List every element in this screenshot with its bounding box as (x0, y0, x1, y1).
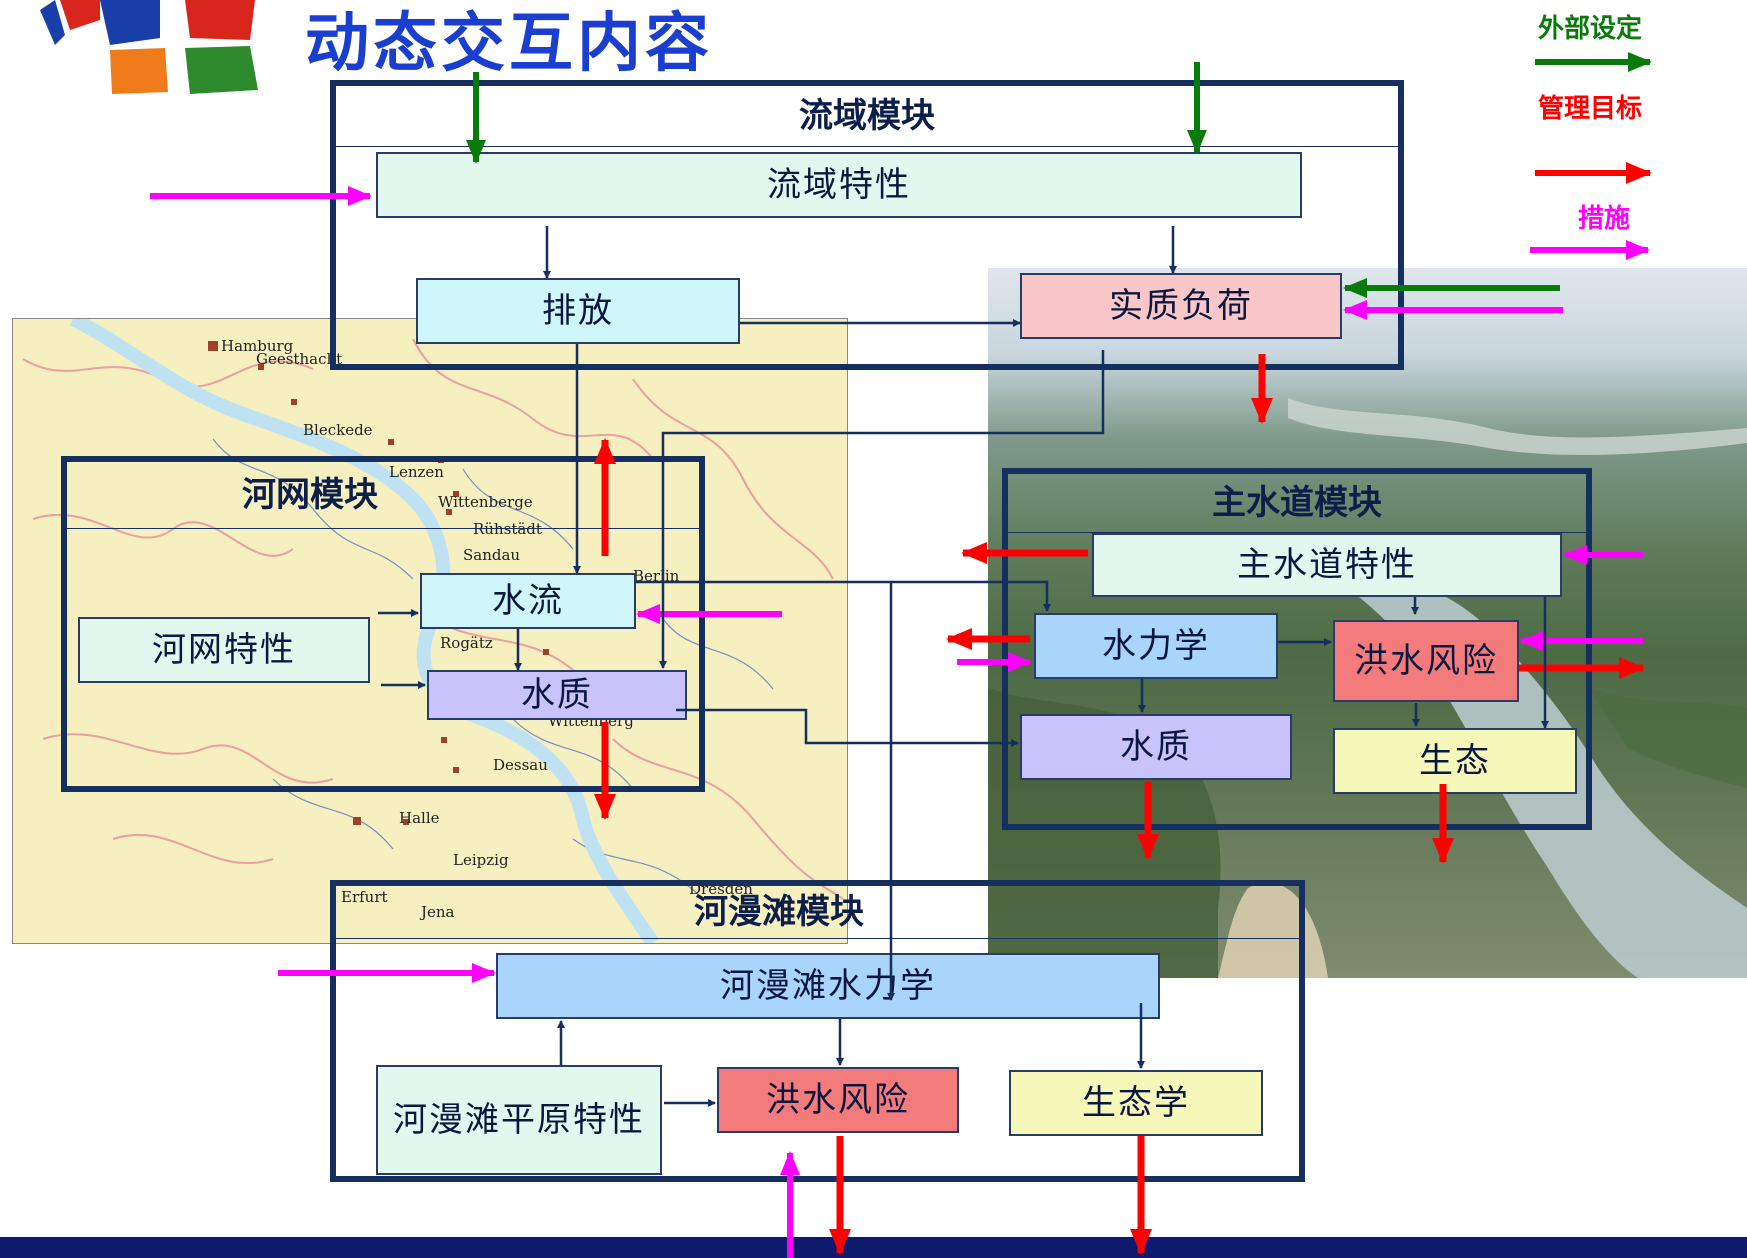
map-label-jena: Jena (419, 903, 455, 921)
map-label-wittenberge: Wittenberge (438, 493, 533, 511)
river-network-characteristics-box: 河网特性 (78, 617, 370, 683)
map-label-bleckede: Bleckede (303, 421, 373, 439)
floodplain-module-title: 河漫滩模块 (336, 886, 1299, 939)
basin-module-title: 流域模块 (336, 86, 1398, 147)
river-water-quality-box: 水质 (427, 670, 687, 720)
hydraulics-box: 水力学 (1034, 613, 1278, 679)
bottom-bar (0, 1237, 1747, 1258)
floodplain-flood-risk-box: 洪水风险 (717, 1067, 959, 1133)
management-target-arrows (594, 354, 1645, 1255)
map-label-hamburg: Hamburg (221, 337, 294, 355)
map-label-geesthacht: Geesthacht (256, 350, 342, 368)
map-label-rogatz: Rogätz (440, 634, 493, 652)
page-title: 动态交互内容 (305, 7, 713, 81)
main-channel-flood-risk-box: 洪水风险 (1333, 620, 1519, 702)
material-load-box: 实质负荷 (1020, 273, 1342, 339)
legend-measure-label: 措施 (1578, 204, 1631, 234)
map-label-leipzig: Leipzig (453, 851, 509, 869)
map-label-sandau: Sandau (463, 546, 520, 564)
main-channel-characteristics-box: 主水道特性 (1092, 533, 1562, 597)
floodplain-ecology-box: 生态学 (1009, 1070, 1263, 1136)
emission-box: 排放 (416, 278, 740, 344)
floodplain-hydraulics-box: 河漫滩水力学 (496, 953, 1160, 1019)
map-label-erfurt: Erfurt (341, 888, 388, 906)
legend-external-label: 外部设定 (1538, 14, 1643, 44)
main-channel-module: 主水道模块 (1002, 468, 1592, 830)
map-label-ruhstadt: Rühstädt (473, 520, 542, 538)
main-channel-water-quality-box: 水质 (1020, 714, 1292, 780)
ecology-box: 生态 (1333, 728, 1577, 794)
floodplain-module: 河漫滩模块 (330, 880, 1305, 1182)
river-network-module: 河网模块 (61, 456, 705, 792)
logo (0, 0, 258, 94)
map-label-berlin: Berlin (633, 567, 680, 585)
legend-target-label: 管理目标 (1538, 94, 1643, 124)
map-label-halle: Halle (399, 809, 440, 827)
floodplain-characteristics-box: 河漫滩平原特性 (376, 1065, 662, 1175)
legend-arrows (1530, 52, 1652, 260)
basin-characteristics-box: 流域特性 (376, 152, 1302, 218)
external-setting-arrows (466, 62, 1560, 298)
measure-arrows (150, 186, 1643, 1258)
internal-links (378, 226, 1549, 1107)
map-label-dessau: Dessau (493, 756, 548, 774)
main-channel-module-title: 主水道模块 (1008, 474, 1586, 533)
water-flow-box: 水流 (420, 573, 636, 629)
map-label-lenzen: Lenzen (389, 463, 444, 481)
river-network-module-title: 河网模块 (67, 462, 699, 529)
basin-module: 流域模块 (330, 80, 1404, 370)
